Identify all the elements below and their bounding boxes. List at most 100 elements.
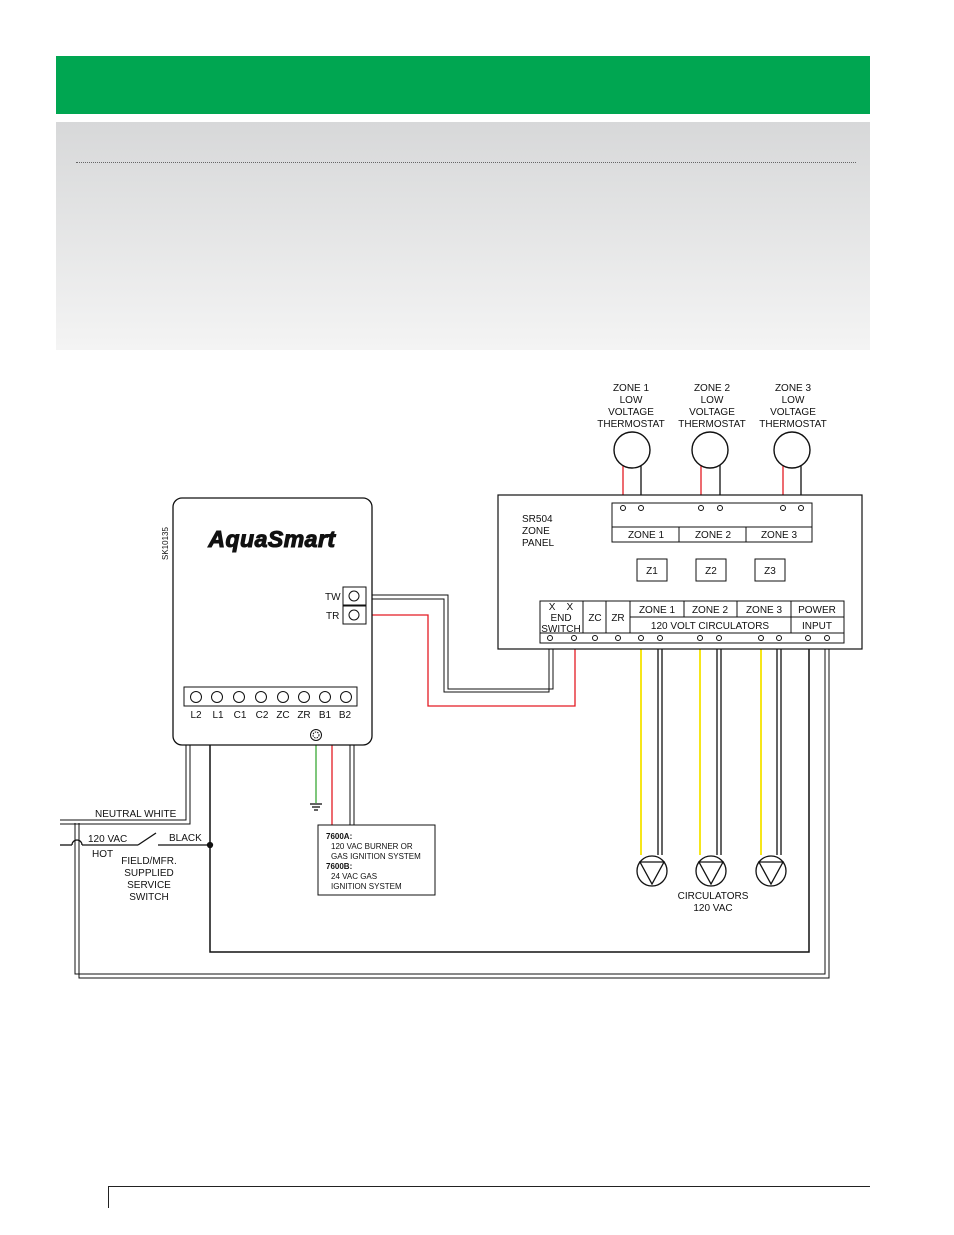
terminal-label-c2: C2 (256, 710, 269, 721)
control-housing (172, 497, 373, 746)
thermostat-1-line-4: THERMOSTAT (597, 419, 664, 430)
circulators-120v-label: 120 VOLT CIRCULATORS (651, 621, 770, 632)
thermostat-1-line-2: LOW (620, 395, 643, 406)
thermostat-zone-2: ZONE 2 LOW VOLTAGE THERMOSTAT (678, 383, 746, 469)
intro-panel (56, 122, 870, 350)
note-7600b-line-1: 24 VAC GAS (331, 872, 377, 881)
power-label: POWER (798, 605, 836, 616)
thermostat-2-line-4: THERMOSTAT (678, 419, 745, 430)
tw-label: TW (325, 592, 341, 603)
circulators-label-2: 120 VAC (693, 903, 732, 914)
circulators-label-1: CIRCULATORS (678, 891, 749, 902)
note-7600a-title: 7600A: (326, 832, 352, 841)
terminal-label-l2: L2 (190, 710, 202, 721)
t3-r-terminal (780, 505, 786, 511)
end-switch-x-label: X X (549, 602, 574, 613)
terminal-label-c1: C1 (234, 710, 247, 721)
circ-zone-2-label: ZONE 2 (692, 605, 729, 616)
burner-note-box: 7600A: 120 VAC BURNER OR GAS IGNITION SY… (317, 824, 436, 896)
terminal-label-b1: B1 (319, 710, 332, 721)
hot-wire (60, 832, 214, 849)
zone-indicator-z1-label: Z1 (646, 566, 658, 577)
circulator-pump-3-icon (755, 855, 787, 887)
t1-r-terminal (620, 505, 626, 511)
control-brand-logo: AquaSmart (207, 526, 336, 552)
t2-r-terminal (698, 505, 704, 511)
zone-indicator-z2 (695, 558, 727, 582)
thermostat-label-strip (611, 526, 813, 543)
thermostat-3-line-3: VOLTAGE (770, 407, 816, 418)
terminal-screw-b2 (340, 691, 352, 703)
circulator-pump-1-icon (636, 855, 668, 887)
tw-screw (348, 590, 360, 602)
thermostat-2-line-1: ZONE 2 (694, 383, 731, 394)
thermostat-3-line-1: ZONE 3 (775, 383, 812, 394)
terminal-label-zc: ZC (276, 710, 289, 721)
thermostats: ZONE 1 LOW VOLTAGE THERMOSTAT ZONE 2 LOW… (597, 383, 827, 469)
power-screw-b (824, 635, 830, 641)
end-switch-screw-2 (571, 635, 577, 641)
circulator-wires (640, 637, 782, 855)
zr-label: ZR (611, 613, 624, 624)
zr-screw (615, 635, 621, 641)
end-switch-screw-1 (547, 635, 553, 641)
thermostat-2-line-2: LOW (701, 395, 724, 406)
t1-w-terminal (638, 505, 644, 511)
terminal-label-b2: B2 (339, 710, 352, 721)
tw-wire (366, 594, 554, 693)
power-wires (74, 637, 830, 979)
circ-1-screw-b (657, 635, 663, 641)
terminal-screw-zr (298, 691, 310, 703)
end-switch-switch-label: SWITCH (541, 624, 580, 635)
panel-screw-strip (539, 632, 845, 644)
terminal-screw-b1 (319, 691, 331, 703)
tr-screw (348, 609, 360, 621)
ground-wire (310, 741, 322, 811)
circ-zone-1-label: ZONE 1 (639, 605, 676, 616)
thermostat-1-line-3: VOLTAGE (608, 407, 654, 418)
intro-divider (76, 162, 856, 163)
zone-panel-title-1: SR504 (522, 514, 553, 525)
zone-panel-title-2: ZONE (522, 526, 550, 537)
switch-label-2: SUPPLIED (124, 868, 173, 879)
tr-wire (366, 614, 576, 707)
switch-label-1: FIELD/MFR. (121, 856, 177, 867)
input-label: INPUT (802, 621, 832, 632)
circ-3-screw-a (758, 635, 764, 641)
black-label: BLACK (169, 833, 202, 844)
circ-2-screw-a (697, 635, 703, 641)
circ-1-screw-a (638, 635, 644, 641)
zc-label: ZC (588, 613, 601, 624)
terminal-screws (190, 691, 352, 703)
zone-indicator-z2-label: Z2 (705, 566, 717, 577)
thermostat-3-dial (773, 431, 811, 469)
circ-zone-3-label: ZONE 3 (746, 605, 783, 616)
power-screw-a (805, 635, 811, 641)
terminal-screw-l2 (190, 691, 202, 703)
thermostat-zone-3: ZONE 3 LOW VOLTAGE THERMOSTAT (759, 383, 827, 469)
thermostat-3-line-2: LOW (782, 395, 805, 406)
zone-panel: SR504 ZONE PANEL ZONE 1 ZONE 2 ZONE 3 (497, 494, 863, 650)
end-switch-cell (539, 600, 584, 634)
zone-panel-title-3: PANEL (522, 538, 554, 549)
terminal-label-zr: ZR (297, 710, 310, 721)
end-switch-end-label: END (550, 613, 571, 624)
neutral-white-label: NEUTRAL WHITE (95, 809, 177, 820)
circulator-pump-2-icon (695, 855, 727, 887)
thermostat-terminal-zone-3: ZONE 3 (761, 530, 798, 541)
thermostat-1-line-1: ZONE 1 (613, 383, 650, 394)
terminal-screw-c1 (233, 691, 245, 703)
thermostat-zone-1: ZONE 1 LOW VOLTAGE THERMOSTAT (597, 383, 665, 469)
thermostat-terminal-zone-2: ZONE 2 (695, 530, 732, 541)
note-7600b-line-2: IGNITION SYSTEM (331, 882, 402, 891)
neutral-wire (60, 706, 191, 825)
zone-indicator-z3 (754, 558, 786, 582)
circ-2-screw-b (716, 635, 722, 641)
thermostat-2-line-3: VOLTAGE (689, 407, 735, 418)
switch-label-3: SERVICE (127, 880, 171, 891)
terminal-screw-zc (277, 691, 289, 703)
terminal-label-l1: L1 (212, 710, 224, 721)
circulator-pumps (636, 855, 787, 887)
control-part-code: SK10135 (161, 527, 170, 560)
